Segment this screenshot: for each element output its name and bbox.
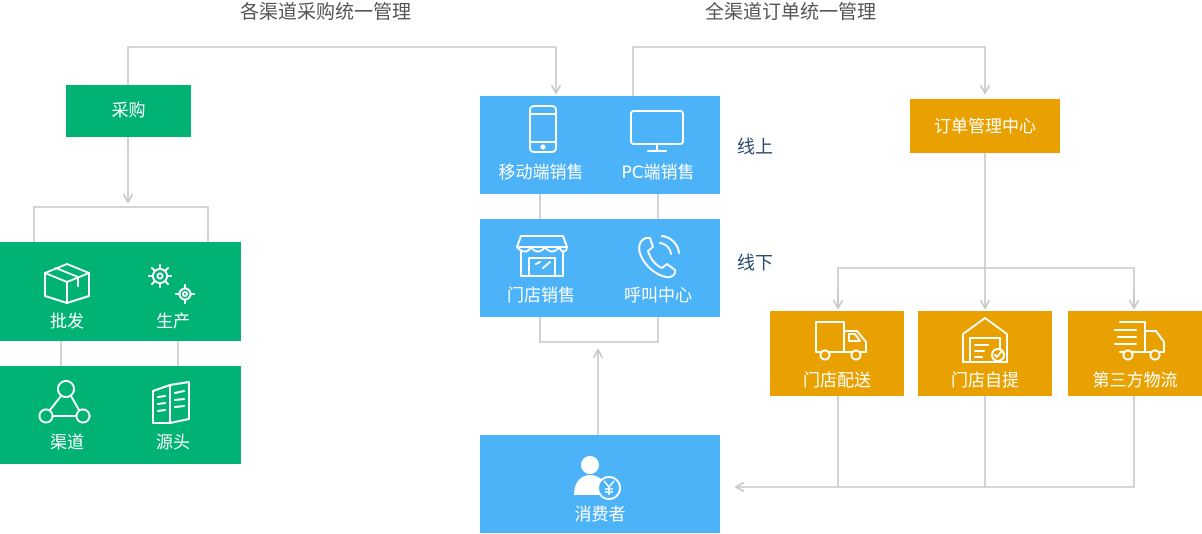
purchase-label: 采购 [111,101,146,121]
sales-to-order-connector [632,46,991,96]
purchase-box[interactable] [66,85,191,137]
orders-heading: 全渠道订单统一管理 [705,1,877,23]
procurement-split-connector [33,206,209,242]
order-split-connector [837,267,1135,308]
storefront-icon [516,235,568,277]
wholesale-production-box[interactable] [0,242,241,341]
order-center-box[interactable] [910,99,1060,153]
user-yen-icon [574,456,621,500]
third-party-box[interactable] [1068,311,1202,396]
truck-icon [815,321,867,361]
warehouse-icon [962,317,1008,363]
mobile-sales-label: 移动端销售 [498,163,584,183]
network-icon [38,380,91,424]
channel-label: 渠道 [50,433,84,453]
fast-truck-icon [1114,321,1165,361]
delivery-return-connector [736,396,1135,487]
offline-bottom-bracket [539,317,659,343]
wholesale-label: 批发 [50,312,84,332]
book-icon [152,381,190,424]
pc-sales-label: PC端销售 [621,163,695,183]
order-center-label: 订单管理中心 [934,117,1036,137]
procurement-heading: 各渠道采购统一管理 [240,1,412,23]
third-party-label: 第三方物流 [1092,371,1178,391]
source-label: 源头 [156,433,190,453]
production-label: 生产 [156,312,190,332]
store-delivery-label: 门店配送 [803,371,871,391]
gears-icon [148,264,195,304]
telephone-icon [638,235,680,279]
monitor-icon [630,110,684,152]
consumer-label: 消费者 [574,505,626,525]
connectors [33,46,1140,487]
purchase-to-sales-connector [127,46,562,95]
store-pickup-box[interactable] [918,311,1052,396]
box-icon [44,263,90,304]
store-sales-label: 门店销售 [507,286,575,306]
store-delivery-box[interactable] [770,311,904,396]
call-center-label: 呼叫中心 [624,286,692,306]
online-label: 线上 [737,137,773,158]
store-pickup-label: 门店自提 [951,371,1019,391]
phone-icon [529,105,557,153]
offline-label: 线下 [737,253,773,274]
